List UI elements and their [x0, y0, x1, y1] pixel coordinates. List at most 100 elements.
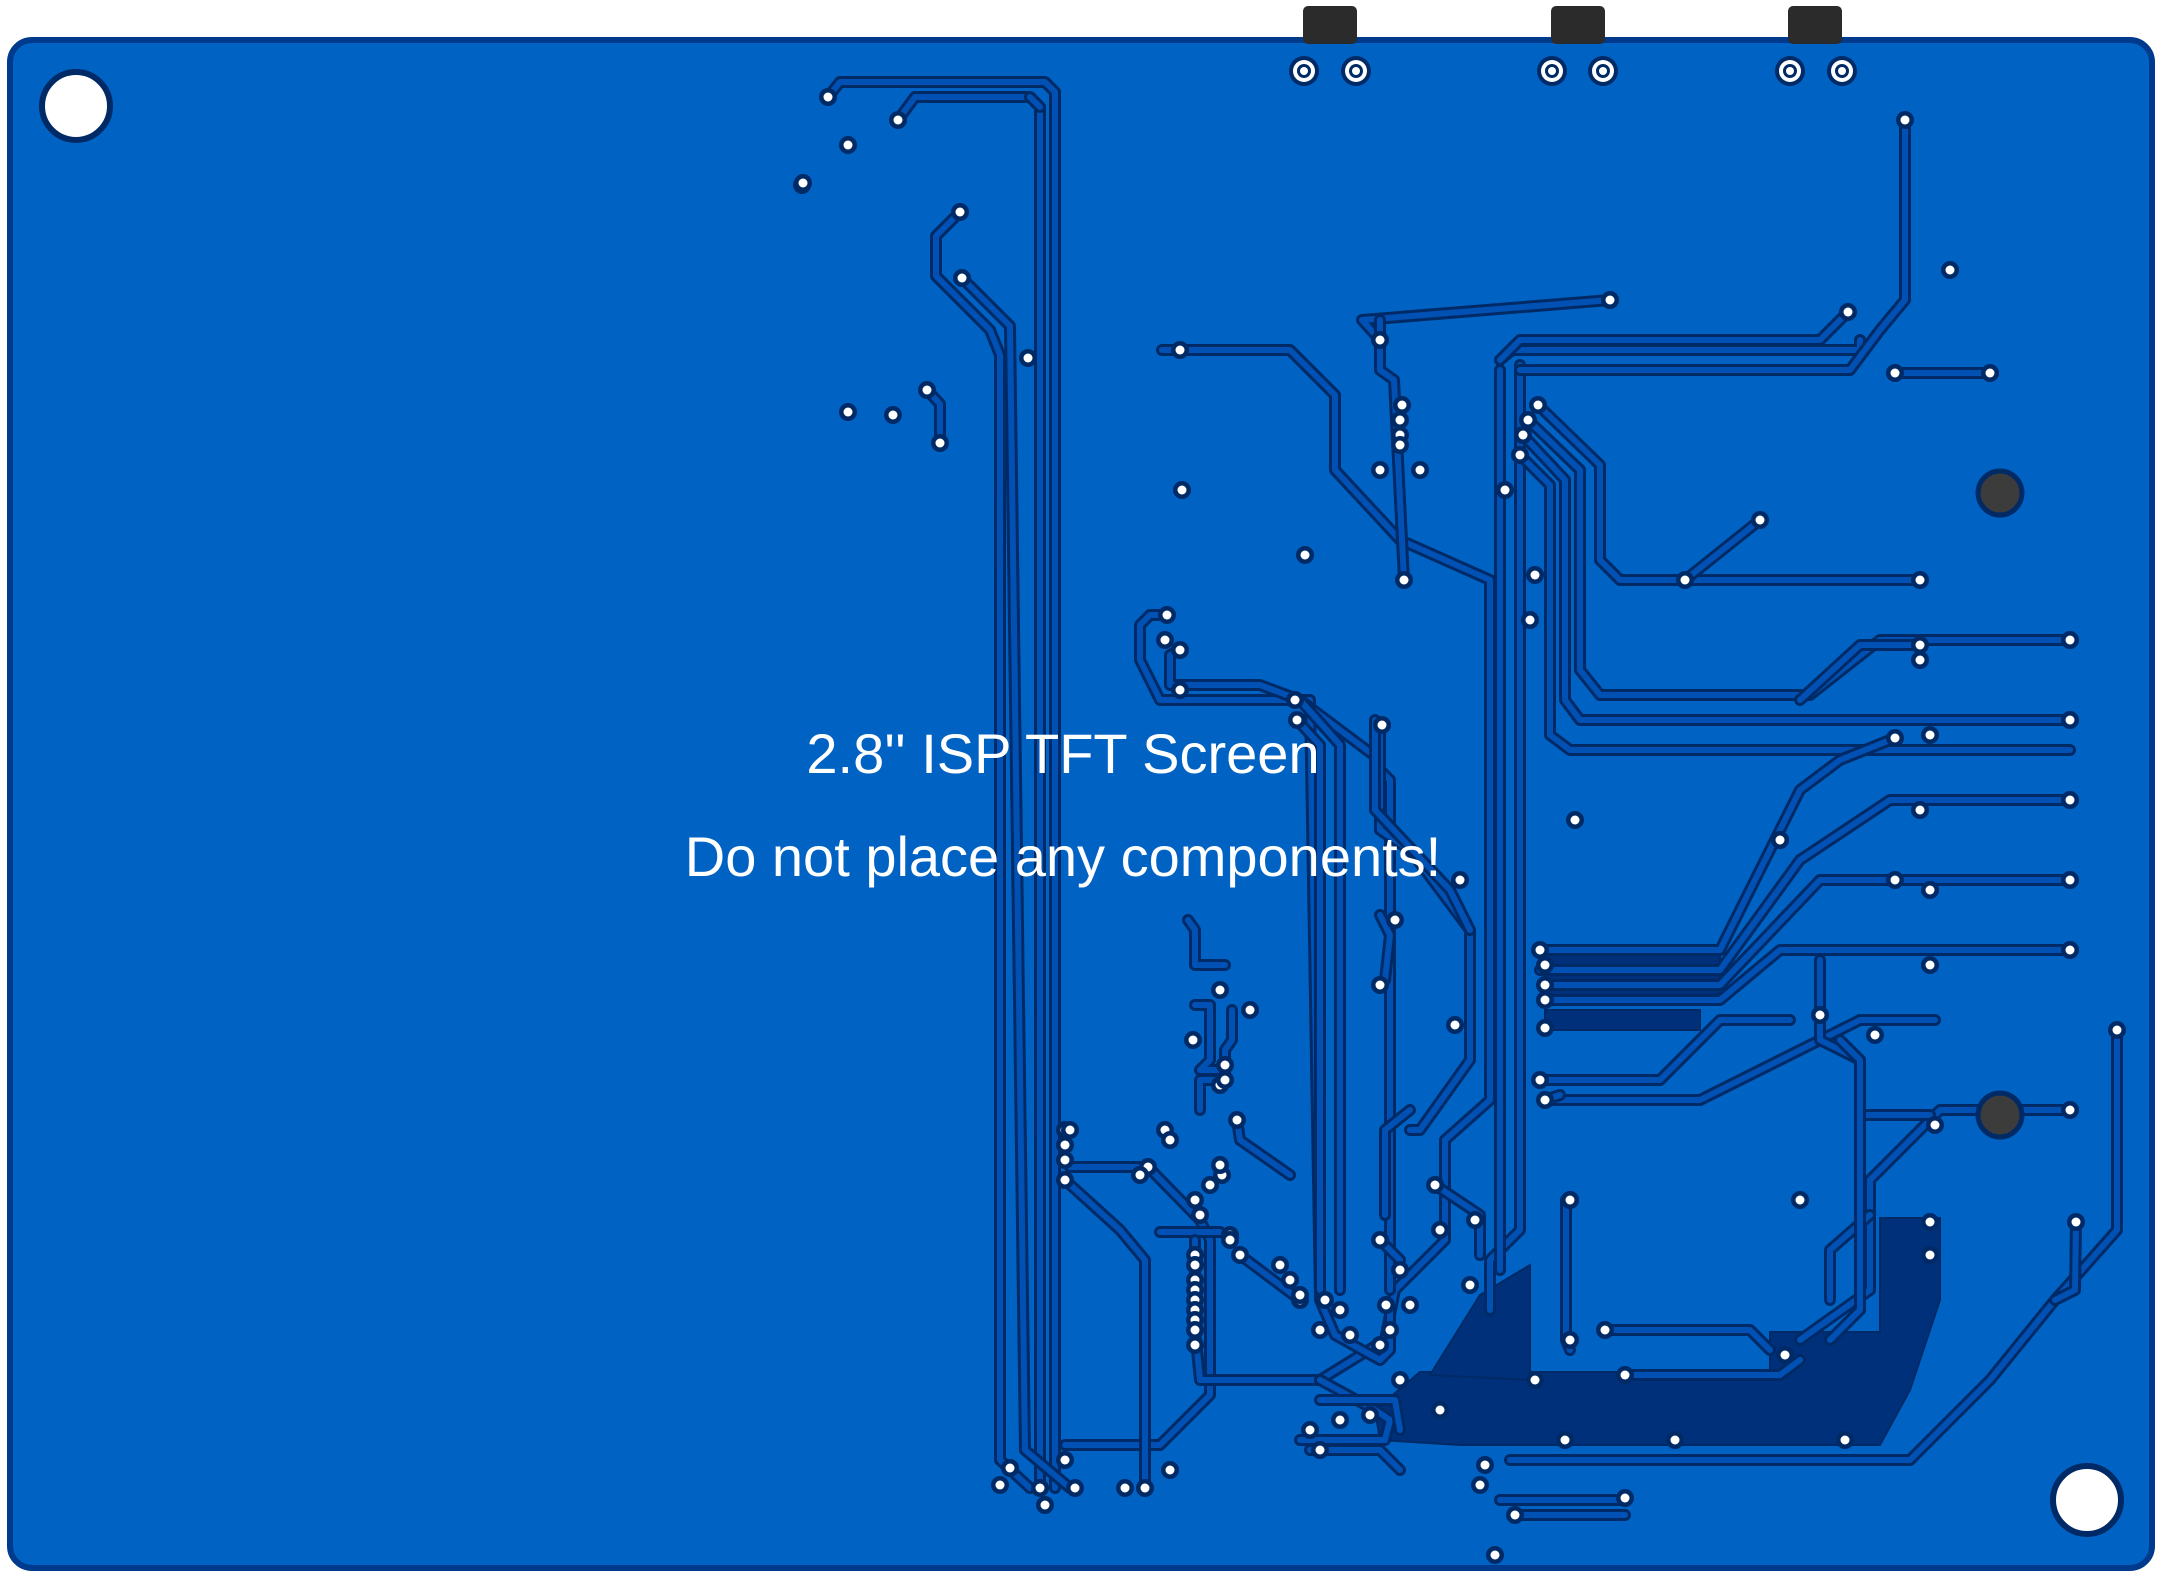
via-icon: [1465, 1280, 1475, 1290]
via-icon: [1600, 1325, 1610, 1335]
via-icon: [2065, 875, 2075, 885]
trace: [1517, 452, 2073, 753]
trace: [1827, 1037, 1863, 1343]
via-icon: [2071, 1217, 2081, 1227]
trace: [1185, 917, 1228, 968]
connector-pad-icon: [1786, 67, 1794, 75]
via-icon: [1300, 550, 1310, 560]
via-icon: [1290, 695, 1300, 705]
via-icon: [1188, 1035, 1198, 1045]
via-icon: [823, 92, 833, 102]
via-icon: [1040, 1500, 1050, 1510]
trace: [959, 275, 1073, 1491]
via-icon: [1518, 430, 1528, 440]
via-icon: [1540, 960, 1550, 970]
via-icon: [1390, 915, 1400, 925]
silkscreen-title: 2.8'' ISP TFT Screen: [806, 722, 1319, 785]
via-icon: [1399, 575, 1409, 585]
via-icon: [1945, 265, 1955, 275]
via-icon: [1215, 1160, 1225, 1170]
connector-pad-icon: [1599, 67, 1607, 75]
via-icon: [1570, 815, 1580, 825]
via-icon: [1335, 1415, 1345, 1425]
via-icon: [1377, 720, 1387, 730]
via-icon: [1775, 835, 1785, 845]
via-icon: [1385, 1325, 1395, 1335]
copper-pour: [1428, 1263, 1531, 1382]
via-icon: [1450, 1020, 1460, 1030]
via-icon: [1870, 1030, 1880, 1040]
via-icon: [1533, 400, 1543, 410]
mounting-holes: [39, 69, 2124, 1537]
trace: [1517, 117, 1908, 373]
via-icon: [1815, 1010, 1825, 1020]
standoff-icon: [1975, 1090, 2025, 1140]
mounting-hole-icon: [2050, 1463, 2124, 1537]
via-icon: [1165, 1135, 1175, 1145]
via-icon: [1430, 1180, 1440, 1190]
via-icon: [922, 385, 932, 395]
via-icon: [1295, 1290, 1305, 1300]
trace: [1797, 642, 1923, 703]
trace: [1542, 947, 2073, 1003]
via-icon: [1165, 1465, 1175, 1475]
via-icon: [1670, 1435, 1680, 1445]
via-icon: [2065, 945, 2075, 955]
via-icon: [1515, 450, 1525, 460]
via-icon: [1023, 353, 1033, 363]
connector-pad-icon: [1352, 67, 1360, 75]
via-icon: [1925, 730, 1935, 740]
via-icon: [1925, 1217, 1935, 1227]
via-icon: [1397, 400, 1407, 410]
via-icon: [1620, 1370, 1630, 1380]
via-icon: [1162, 610, 1172, 620]
via-icon: [1345, 1330, 1355, 1340]
via-icon: [1135, 1170, 1145, 1180]
via-icon: [1915, 805, 1925, 815]
via-icon: [1070, 1483, 1080, 1493]
via-icon: [1225, 1235, 1235, 1245]
via-icon: [1160, 635, 1170, 645]
via-icon: [1235, 1250, 1245, 1260]
via-icon: [1365, 1410, 1375, 1420]
via-icon: [1275, 1260, 1285, 1270]
via-icon: [1890, 733, 1900, 743]
via-icon: [1060, 1455, 1070, 1465]
trace: [1507, 1027, 2120, 1463]
copper-pour: [1544, 1009, 1701, 1031]
switch-connector-icon: [1788, 6, 1842, 44]
via-icon: [1605, 295, 1615, 305]
via-icon: [1292, 715, 1302, 725]
via-icon: [1195, 1210, 1205, 1220]
via-icon: [1565, 1195, 1575, 1205]
trace: [1622, 1357, 1803, 1378]
via-icon: [1375, 980, 1385, 990]
via-icon: [1470, 1215, 1480, 1225]
trace: [1192, 1002, 1223, 1073]
mounting-hole-icon: [39, 69, 113, 143]
via-icon: [1375, 335, 1385, 345]
via-icon: [1540, 1023, 1550, 1033]
via-icon: [1120, 1483, 1130, 1493]
via-icon: [1925, 1250, 1935, 1260]
via-icon: [1190, 1260, 1200, 1270]
via-icon: [935, 438, 945, 448]
trace: [1542, 877, 2073, 988]
via-icon: [1680, 575, 1690, 585]
trace: [1137, 612, 1393, 1363]
via-icon: [1565, 1335, 1575, 1345]
via-icon: [1065, 1125, 1075, 1135]
via-icon: [1535, 945, 1545, 955]
connector-pads: [1289, 56, 1857, 86]
trace: [1372, 717, 1473, 933]
trace: [1062, 1177, 1148, 1491]
via-icon: [1540, 995, 1550, 1005]
via-icon: [1510, 1510, 1520, 1520]
via-icon: [1285, 1275, 1295, 1285]
via-group: [793, 88, 2126, 1564]
via-icon: [1395, 440, 1405, 450]
via-icon: [1232, 1115, 1242, 1125]
via-icon: [1245, 1005, 1255, 1015]
via-icon: [1060, 1155, 1070, 1165]
